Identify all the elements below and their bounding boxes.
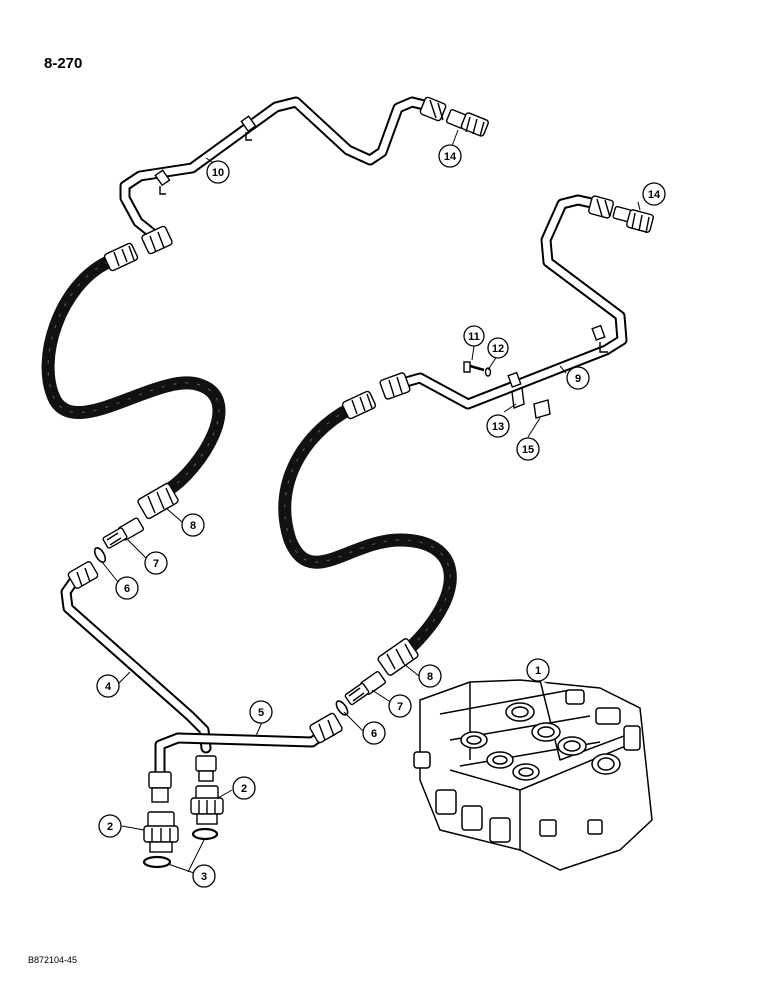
callout-7a-label: 7 [153, 558, 159, 570]
callout-8a [181, 513, 205, 537]
tube-10-clamps [154, 115, 257, 195]
callout-12 [487, 337, 509, 359]
adapter-7-left [102, 517, 144, 549]
callout-6a [115, 576, 139, 600]
callout-5 [249, 700, 273, 724]
callout-4-label: 4 [105, 681, 112, 693]
elbow-fitting-14-right [612, 205, 654, 234]
hose-8-left-upper-end [103, 242, 139, 272]
tube-9-lower-nut [379, 372, 411, 400]
callouts [96, 144, 666, 888]
callout-11 [463, 325, 485, 347]
callout-2b-label: 2 [107, 821, 113, 833]
adapter-2-left [143, 811, 179, 853]
callout-6b [362, 721, 386, 745]
bolt-11 [463, 361, 485, 373]
callout-2b [98, 814, 122, 838]
callout-15-label: 15 [522, 444, 534, 456]
callout-12-label: 12 [492, 343, 504, 355]
page-number: 8-270 [44, 55, 83, 72]
hose-8-left-lower-end [137, 482, 179, 520]
callout-14b [642, 182, 666, 206]
tube-9-clamps [507, 324, 608, 388]
callout-6b-label: 6 [371, 728, 377, 740]
callout-9 [566, 366, 590, 390]
callout-13-label: 13 [492, 421, 504, 433]
callout-3 [192, 864, 216, 888]
callout-11-label: 11 [468, 331, 480, 343]
callout-labels: 1 2 2 3 4 5 6 6 7 7 8 8 9 10 11 12 13 14… [105, 151, 661, 883]
tube-9-upper-nut [588, 195, 614, 219]
tube-5 [154, 729, 328, 781]
tube-9 [386, 194, 628, 410]
callout-8a-label: 8 [190, 520, 196, 532]
callout-1-label: 1 [535, 665, 541, 677]
callout-2a [232, 776, 256, 800]
tube-10-nut [419, 96, 447, 122]
callout-5-label: 5 [258, 707, 264, 719]
o-ring-6-right [335, 700, 349, 716]
callout-14a-label: 14 [444, 151, 457, 163]
clamp-13 [511, 387, 525, 409]
o-ring-6-left [93, 546, 107, 564]
callout-9-label: 9 [575, 373, 581, 385]
tube-4-nut [67, 561, 99, 589]
washer-12 [484, 367, 492, 377]
tube-lower-nuts [148, 755, 217, 803]
callout-4 [96, 674, 120, 698]
adapter-2-right [190, 785, 224, 825]
callout-8b-label: 8 [427, 671, 433, 683]
tube-10-lower-nut [141, 225, 173, 255]
callout-10-label: 10 [212, 167, 224, 179]
callout-8b [418, 664, 442, 688]
callout-10 [206, 160, 230, 184]
plate-15 [533, 399, 551, 419]
callout-7b-label: 7 [397, 701, 403, 713]
hose-8-right [278, 397, 457, 655]
callout-2a-label: 2 [241, 783, 247, 795]
adapter-7-right [344, 671, 386, 706]
callout-14a [438, 144, 462, 168]
tube-5-nut [309, 712, 343, 744]
callout-7b [388, 694, 412, 718]
callout-3-label: 3 [201, 871, 207, 883]
tube-10 [119, 96, 434, 244]
hose-8-left [41, 255, 226, 497]
tube-4 [60, 569, 212, 754]
control-valve-1 [413, 679, 653, 871]
callout-13 [486, 414, 510, 438]
callout-7a [144, 551, 168, 575]
elbow-fitting-14-upper [445, 109, 489, 137]
hose-8-right-upper-end [341, 390, 377, 420]
callout-15 [516, 437, 540, 461]
callout-14b-label: 14 [648, 189, 661, 201]
hose-8-right-lower-end [377, 638, 419, 676]
callout-6a-label: 6 [124, 583, 130, 595]
o-rings-3 [142, 827, 219, 869]
figure-code: B872104-45 [28, 955, 78, 965]
callout-1 [526, 658, 550, 682]
